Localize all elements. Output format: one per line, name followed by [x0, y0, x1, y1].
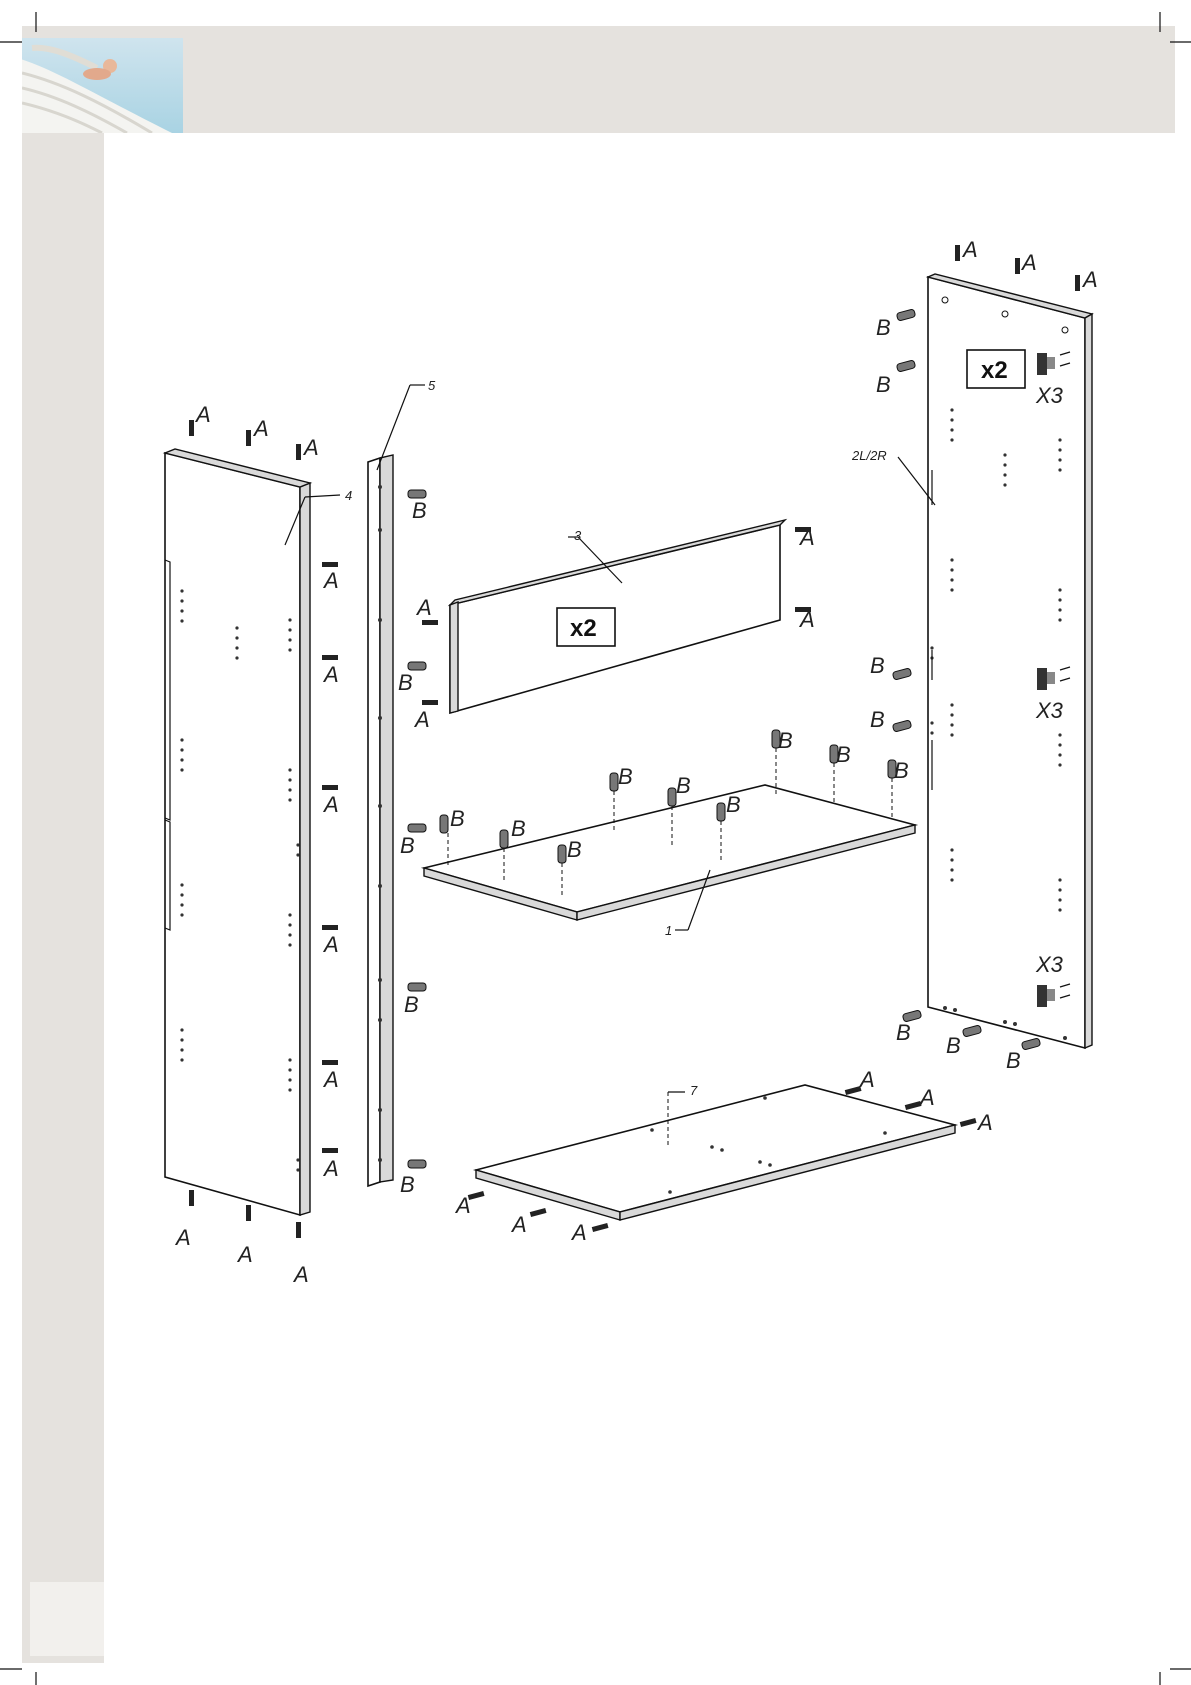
- fastener-label-a: A: [961, 237, 978, 262]
- fastener-label-a: A: [292, 1262, 309, 1287]
- quantity-label-cam-2: X3: [1035, 698, 1064, 723]
- fastener-label-b: B: [1006, 1048, 1021, 1073]
- fastener-label-a: A: [510, 1212, 527, 1237]
- part-label-2l-2r: 2L/2R: [851, 448, 887, 463]
- part-labels: 4 5 3 1 7 2L/2R: [345, 378, 887, 1098]
- fastener-label-a: A: [322, 792, 339, 817]
- quantity-label-side-panel: x2: [981, 357, 1008, 384]
- fastener-label-b: B: [618, 764, 633, 789]
- fastener-label-b: B: [778, 728, 793, 753]
- panel-1: [424, 785, 915, 930]
- fastener-label-a: A: [302, 435, 319, 460]
- fastener-label-a: A: [976, 1110, 993, 1135]
- fastener-label-a: A: [252, 416, 269, 441]
- fastener-label-b: B: [676, 773, 691, 798]
- part-label-1: 1: [665, 923, 672, 938]
- part-label-3: 3: [574, 528, 582, 543]
- fastener-label-b: B: [946, 1033, 961, 1058]
- fastener-label-a: A: [194, 402, 211, 427]
- panel-7: [476, 1085, 955, 1220]
- fastener-label-b: B: [836, 742, 851, 767]
- fastener-label-a: A: [798, 607, 815, 632]
- fastener-label-a: A: [236, 1242, 253, 1267]
- fastener-label-b: B: [870, 653, 885, 678]
- fastener-label-a: A: [174, 1225, 191, 1250]
- fastener-label-a: A: [322, 1156, 339, 1181]
- panel-3: [450, 520, 785, 713]
- fastener-label-a: A: [798, 525, 815, 550]
- fastener-label-b: B: [896, 1020, 911, 1045]
- quantity-label-cam-3: X3: [1035, 952, 1064, 977]
- fastener-label-a: A: [322, 932, 339, 957]
- fastener-label-b: B: [876, 315, 891, 340]
- fastener-label-b: B: [567, 837, 582, 862]
- fastener-label-a: A: [415, 595, 432, 620]
- part-label-5: 5: [428, 378, 436, 393]
- quantity-label-cam-1: X3: [1035, 383, 1064, 408]
- fastener-label-b: B: [400, 1172, 415, 1197]
- fastener-label-b: B: [400, 833, 415, 858]
- fastener-label-a: A: [413, 707, 430, 732]
- fastener-label-b: B: [894, 758, 909, 783]
- fastener-label-a: A: [570, 1220, 587, 1245]
- fastener-label-b: B: [870, 707, 885, 732]
- quantity-label-back-rail: x2: [570, 615, 597, 642]
- part-label-4: 4: [345, 488, 352, 503]
- fastener-label-a: A: [1081, 267, 1098, 292]
- fastener-label-a: A: [454, 1193, 471, 1218]
- fastener-label-a: A: [322, 568, 339, 593]
- panel-4: [165, 449, 340, 1215]
- fastener-label-a: A: [322, 1067, 339, 1092]
- fastener-label-b: B: [404, 992, 419, 1017]
- fastener-label-b: B: [412, 498, 427, 523]
- fastener-label-b: B: [511, 816, 526, 841]
- fastener-label-a: A: [858, 1067, 875, 1092]
- fastener-label-b: B: [450, 806, 465, 831]
- part-label-7: 7: [690, 1083, 698, 1098]
- fastener-label-a: A: [918, 1085, 935, 1110]
- fastener-label-b: B: [726, 792, 741, 817]
- fastener-label-a: A: [1020, 250, 1037, 275]
- fastener-label-b: B: [398, 670, 413, 695]
- fastener-label-a: A: [322, 662, 339, 687]
- fastener-label-b: B: [876, 372, 891, 397]
